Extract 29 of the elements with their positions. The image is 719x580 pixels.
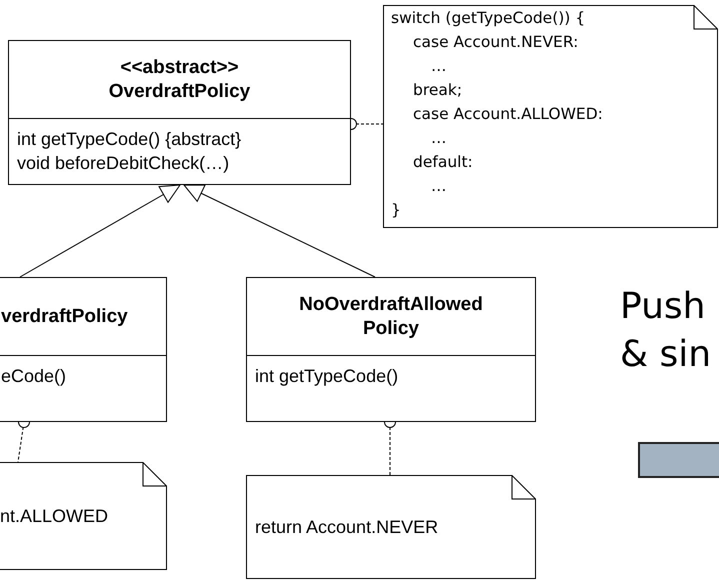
class-box xyxy=(246,277,536,422)
method-text: eCode() xyxy=(1,365,66,388)
bar xyxy=(638,442,719,478)
code-line: default: xyxy=(413,152,473,173)
code-line: case Account.NEVER: xyxy=(413,32,578,53)
class-stereotype: <<abstract>> xyxy=(120,56,239,80)
inheritance-arrow xyxy=(184,184,376,278)
note-box xyxy=(246,475,536,579)
code-line: … xyxy=(431,176,446,197)
class-box xyxy=(8,40,351,185)
class-name: verdraftPolicy xyxy=(1,304,128,328)
code-line: switch (getTypeCode()) { xyxy=(391,8,586,29)
class-name: NoOverdraftAllowed Policy xyxy=(298,292,484,340)
note-text: nt.ALLOWED xyxy=(0,505,108,528)
method-text: void beforeDebitCheck(…) xyxy=(17,152,230,175)
note-box xyxy=(383,5,718,228)
heading-text: Push & sin xyxy=(620,285,712,377)
class-box xyxy=(0,277,167,422)
code-line: … xyxy=(431,56,446,77)
note-text: return Account.NEVER xyxy=(255,516,438,539)
class-name: OverdraftPolicy xyxy=(108,80,250,104)
code-line: break; xyxy=(413,80,462,101)
note-box xyxy=(0,462,167,570)
inheritance-arrow xyxy=(20,184,180,278)
method-text: int getTypeCode() xyxy=(255,365,398,388)
code-line: case Account.ALLOWED: xyxy=(413,104,603,125)
code-line: … xyxy=(431,128,446,149)
method-text: int getTypeCode() {abstract} xyxy=(17,128,242,151)
code-line: } xyxy=(391,200,401,221)
